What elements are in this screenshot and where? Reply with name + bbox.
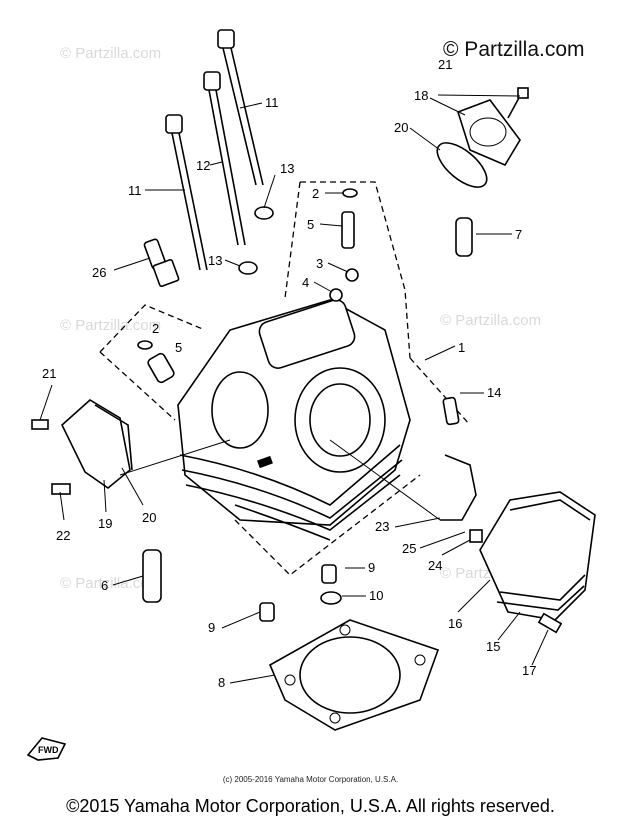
washer <box>320 591 342 605</box>
callout: 21 <box>42 366 56 381</box>
valve-guide <box>147 352 175 384</box>
valve-spring <box>455 217 473 257</box>
callout: 23 <box>375 519 389 534</box>
callout: 25 <box>402 541 416 556</box>
callout: 8 <box>218 675 225 690</box>
callout: 5 <box>307 217 314 232</box>
callout: 17 <box>522 663 536 678</box>
callout: 1 <box>458 340 465 355</box>
fwd-arrow: FWD <box>26 737 67 761</box>
callout: 3 <box>316 256 323 271</box>
callout: 16 <box>448 616 462 631</box>
small-copyright: (c) 2005-2016 Yamaha Motor Corporation, … <box>222 775 399 784</box>
callout: 13 <box>208 253 222 268</box>
callout: 18 <box>414 88 428 103</box>
callout: 14 <box>487 385 501 400</box>
callout: 4 <box>302 275 309 290</box>
callout: 19 <box>98 516 112 531</box>
callout: 11 <box>128 183 142 198</box>
dowel-pin <box>321 564 337 584</box>
partzilla-brand-watermark: © Partzilla.com <box>443 38 585 61</box>
callout: 10 <box>369 588 383 603</box>
head-bolts <box>165 29 264 271</box>
callout: 7 <box>515 227 522 242</box>
callout: 6 <box>101 578 108 593</box>
side-cover-left <box>31 399 133 495</box>
watermark: © Partzilla.com <box>440 312 541 329</box>
callout: 9 <box>208 620 215 635</box>
callout: 15 <box>486 639 500 654</box>
dowel-pin <box>259 602 275 622</box>
callout: 21 <box>438 57 452 72</box>
tappet-cover-top <box>436 87 529 188</box>
nut <box>345 268 359 282</box>
fwd-label: FWD <box>38 745 59 755</box>
leader-lines <box>39 94 549 684</box>
valve-cotter <box>342 188 358 198</box>
callout-labels: 21 18 20 11 12 13 2 5 7 11 26 13 3 4 2 5… <box>42 57 536 690</box>
callout: 22 <box>56 528 70 543</box>
bolt <box>469 529 483 543</box>
callout: 9 <box>368 560 375 575</box>
spark-plug <box>143 238 180 287</box>
callout: 24 <box>428 558 442 573</box>
watermark: © Partzilla.com <box>60 317 161 334</box>
bracket <box>440 454 477 521</box>
footer-copyright: ©2015 Yamaha Motor Corporation, U.S.A. A… <box>66 796 555 816</box>
watermark: © Partzilla.com <box>60 45 161 62</box>
nut <box>329 288 343 302</box>
side-cover-right <box>479 491 596 634</box>
assembly-outline <box>99 181 471 576</box>
washer <box>238 261 258 275</box>
callout: 20 <box>142 510 156 525</box>
callout: 11 <box>265 95 279 110</box>
bolt <box>442 396 460 426</box>
valve-guide <box>341 211 355 249</box>
cylinder-head <box>177 299 411 541</box>
head-gasket <box>268 619 440 731</box>
callout: 13 <box>280 161 294 176</box>
watermark: © Partzilla.com <box>60 575 161 592</box>
valve-cotter <box>137 340 153 350</box>
callout: 2 <box>312 186 319 201</box>
washer <box>254 206 274 220</box>
callout: 20 <box>394 120 408 135</box>
callout: 5 <box>175 340 182 355</box>
callout: 2 <box>152 321 159 336</box>
valve-spring <box>142 549 162 603</box>
callout: 26 <box>92 265 106 280</box>
callout: 12 <box>196 158 210 173</box>
watermarks: © Partzilla.com © Partzilla.com © Partzi… <box>60 45 541 592</box>
